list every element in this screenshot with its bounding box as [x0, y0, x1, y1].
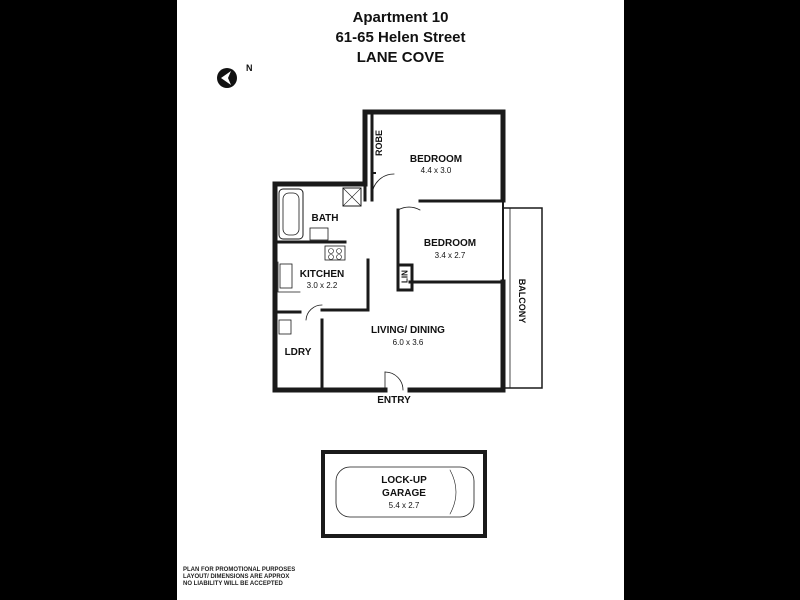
label-balcony: BALCONY [517, 278, 527, 324]
disclaimer-line1: PLAN FOR PROMOTIONAL PURPOSES [183, 567, 296, 573]
dims-garage: 5.4 x 2.7 [388, 501, 420, 510]
garage-car [335, 466, 475, 518]
label-robe: ROBE [374, 130, 384, 157]
label-entry: ENTRY [377, 395, 411, 406]
label-garage-line1: LOCK-UP [381, 475, 427, 486]
wall-kitchen-right [320, 258, 370, 312]
garage-outline [321, 450, 487, 538]
outer-wall [362, 109, 506, 203]
dims-kitchen: 3.0 x 2.2 [306, 281, 338, 290]
wall-lin [396, 263, 414, 292]
label-bedroom2: BEDROOM [423, 238, 477, 249]
label-lin: LIN [400, 270, 410, 283]
plan-title: Apartment 10 61-65 Helen Street LANE COV… [177, 8, 624, 68]
dims-bedroom2: 3.4 x 2.7 [434, 251, 466, 260]
label-living-dining: LIVING/ DINING [371, 325, 445, 336]
label-laundry: LDRY [284, 347, 312, 358]
disclaimer-line3: NO LIABILITY WILL BE ACCEPTED [183, 581, 283, 587]
label-garage-line2: GARAGE [382, 488, 426, 499]
bathtub [278, 188, 304, 240]
dims-bedroom1: 4.4 x 3.0 [420, 166, 452, 175]
title-address: 61-65 Helen Street [335, 29, 466, 46]
disclaimer-line2: LAYOUT/ DIMENSIONS ARE APPROX [183, 574, 290, 580]
disclaimer: PLAN FOR PROMOTIONAL PURPOSES LAYOUT/ DI… [183, 567, 295, 588]
title-suburb: LANE COVE [356, 49, 445, 66]
north-arrow-icon [215, 64, 255, 99]
outer-wall-right [407, 279, 506, 393]
outer-wall-entry-left [272, 109, 388, 393]
north-label: N [246, 63, 253, 73]
label-bedroom1: BEDROOM [409, 154, 463, 165]
plan-sheet [177, 0, 624, 600]
label-kitchen: KITCHEN [299, 269, 345, 280]
title-apartment: Apartment 10 [352, 9, 449, 26]
balcony-outline [502, 207, 543, 389]
label-bath: BATH [311, 213, 339, 224]
dims-living-dining: 6.0 x 3.6 [392, 338, 424, 347]
